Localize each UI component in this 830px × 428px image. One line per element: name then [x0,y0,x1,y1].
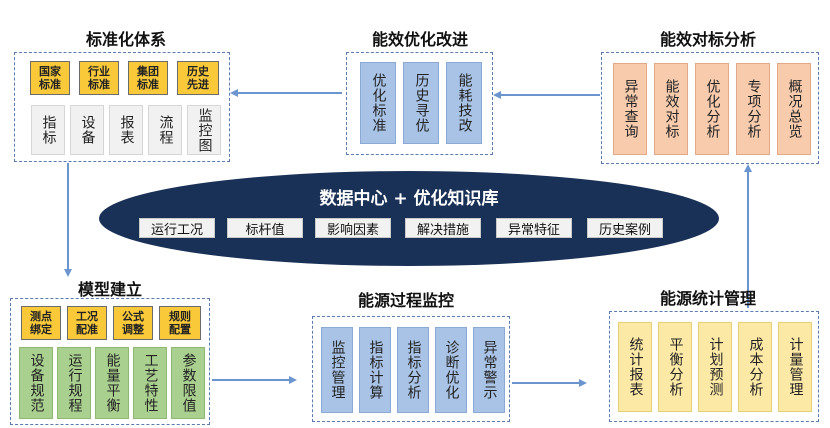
model-panel: 测点 绑定 工况 配准 公式 调整 规则 配置 设备规范 运行规程 能量平衡 工… [10,298,210,425]
monitor-item-alarm: 异常警示 [473,327,505,413]
data-center-title: 数据中心 + 优化知识库 [319,189,499,209]
optimize-item-tech: 能耗技改 [446,62,482,144]
standard-tag-national: 国家 标准 [30,61,70,95]
stats-panel: 统计报表 平衡分析 计划预测 成本分析 计量管理 [609,311,819,422]
monitor-item-diagnosis: 诊断优化 [435,327,467,413]
standard-item-equipment: 设备 [70,105,104,155]
chip-benchmark-value: 标杆值 [227,218,303,238]
stats-item-report: 统计报表 [618,322,652,412]
optimize-item-standard: 优化标准 [360,62,396,144]
standard-title: 标准化体系 [86,30,167,49]
standard-panel: 国家 标准 行业 标准 集团 标准 历史 先进 指标 设备 报表 流程 监控图 [14,52,230,162]
model-tag-formula: 公式 调整 [113,306,153,340]
stats-item-balance: 平衡分析 [658,322,692,412]
model-title: 模型建立 [78,280,143,299]
standard-item-process: 流程 [148,105,182,155]
model-item-limit: 参数限值 [171,347,205,419]
monitor-item-calc: 指标计算 [359,327,391,413]
monitor-panel: 监控管理 指标计算 指标分析 诊断优化 异常警示 [312,316,510,422]
benchmark-item-efficiency: 能效对标 [654,63,688,155]
monitor-title: 能源过程监控 [358,291,455,310]
model-tag-rule: 规则 配置 [159,306,201,340]
model-item-balance: 能量平衡 [95,347,129,419]
monitor-item-analysis: 指标分析 [397,327,429,413]
chip-solution: 解决措施 [405,218,481,238]
optimize-panel: 优化标准 历史寻优 能耗技改 [346,52,493,155]
monitor-item-manage: 监控管理 [321,327,353,413]
standard-item-indicator: 指标 [31,105,65,155]
benchmark-item-optimize: 优化分析 [695,63,729,155]
standard-item-report: 报表 [109,105,143,155]
benchmark-item-special: 专项分析 [736,63,770,155]
stats-item-cost: 成本分析 [738,322,772,412]
stats-item-forecast: 计划预测 [698,322,732,412]
chip-operating-condition: 运行工况 [139,218,215,238]
model-tag-point: 测点 绑定 [21,306,61,340]
standard-item-monitor-chart: 监控图 [187,105,221,155]
chip-influence-factor: 影响因素 [315,218,391,238]
stats-title: 能源统计管理 [660,289,757,308]
standard-tag-industry: 行业 标准 [79,61,119,95]
benchmark-item-overview: 概况总览 [777,63,811,155]
chip-history-case: 历史案例 [587,218,663,238]
model-item-process: 工艺特性 [133,347,167,419]
model-item-spec: 设备规范 [19,347,53,419]
chip-anomaly-feature: 异常特征 [496,218,572,238]
standard-tag-group: 集团 标准 [128,61,168,95]
benchmark-panel: 异常查询 能效对标 优化分析 专项分析 概况总览 [601,52,819,164]
benchmark-item-anomaly: 异常查询 [613,63,647,155]
standard-tag-history: 历史 先进 [177,61,219,95]
optimize-item-history: 历史寻优 [403,62,439,144]
benchmark-title: 能效对标分析 [660,30,757,49]
optimize-title: 能效优化改进 [372,30,469,49]
stats-item-metering: 计量管理 [778,322,812,412]
model-item-procedure: 运行规程 [57,347,91,419]
model-tag-condition: 工况 配准 [67,306,107,340]
